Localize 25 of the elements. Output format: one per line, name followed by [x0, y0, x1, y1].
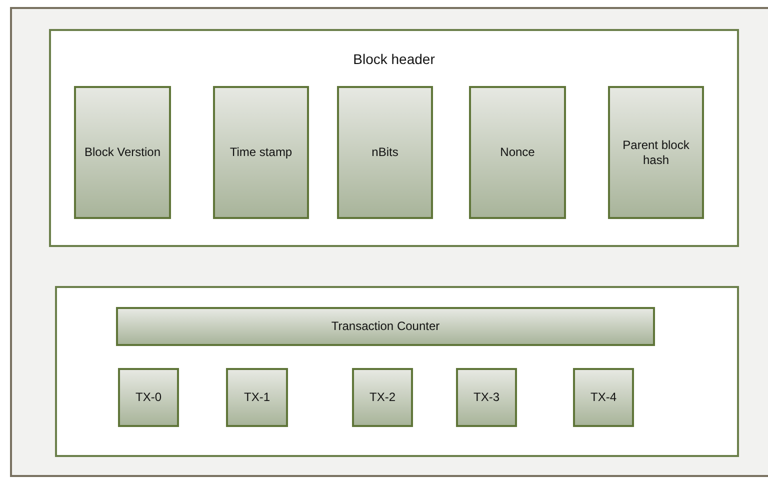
field-box — [226, 368, 288, 427]
field-label: TX-1 — [242, 390, 271, 405]
field-box — [608, 86, 704, 219]
field-box — [573, 368, 634, 427]
field-label: TX-3 — [472, 390, 500, 405]
field-box — [352, 368, 413, 427]
field-box — [337, 86, 433, 219]
field-label: Parent block hash — [622, 138, 690, 168]
field-label: TX-4 — [589, 390, 618, 405]
field-box — [116, 307, 655, 346]
field-label: TX-0 — [134, 390, 162, 405]
field-label: Block Verstion — [83, 145, 162, 160]
field-label: Time stamp — [228, 145, 294, 160]
field-label: Nonce — [499, 145, 536, 160]
container-box — [49, 29, 739, 247]
section-heading: Block header — [352, 51, 436, 67]
field-label: TX-2 — [368, 390, 396, 405]
field-box — [74, 86, 171, 219]
field-box — [118, 368, 179, 427]
field-label: Transaction Counter — [330, 319, 441, 334]
field-box — [469, 86, 566, 219]
container-box — [55, 286, 739, 457]
field-box — [456, 368, 517, 427]
field-label: nBits — [370, 145, 400, 160]
field-box — [213, 86, 309, 219]
